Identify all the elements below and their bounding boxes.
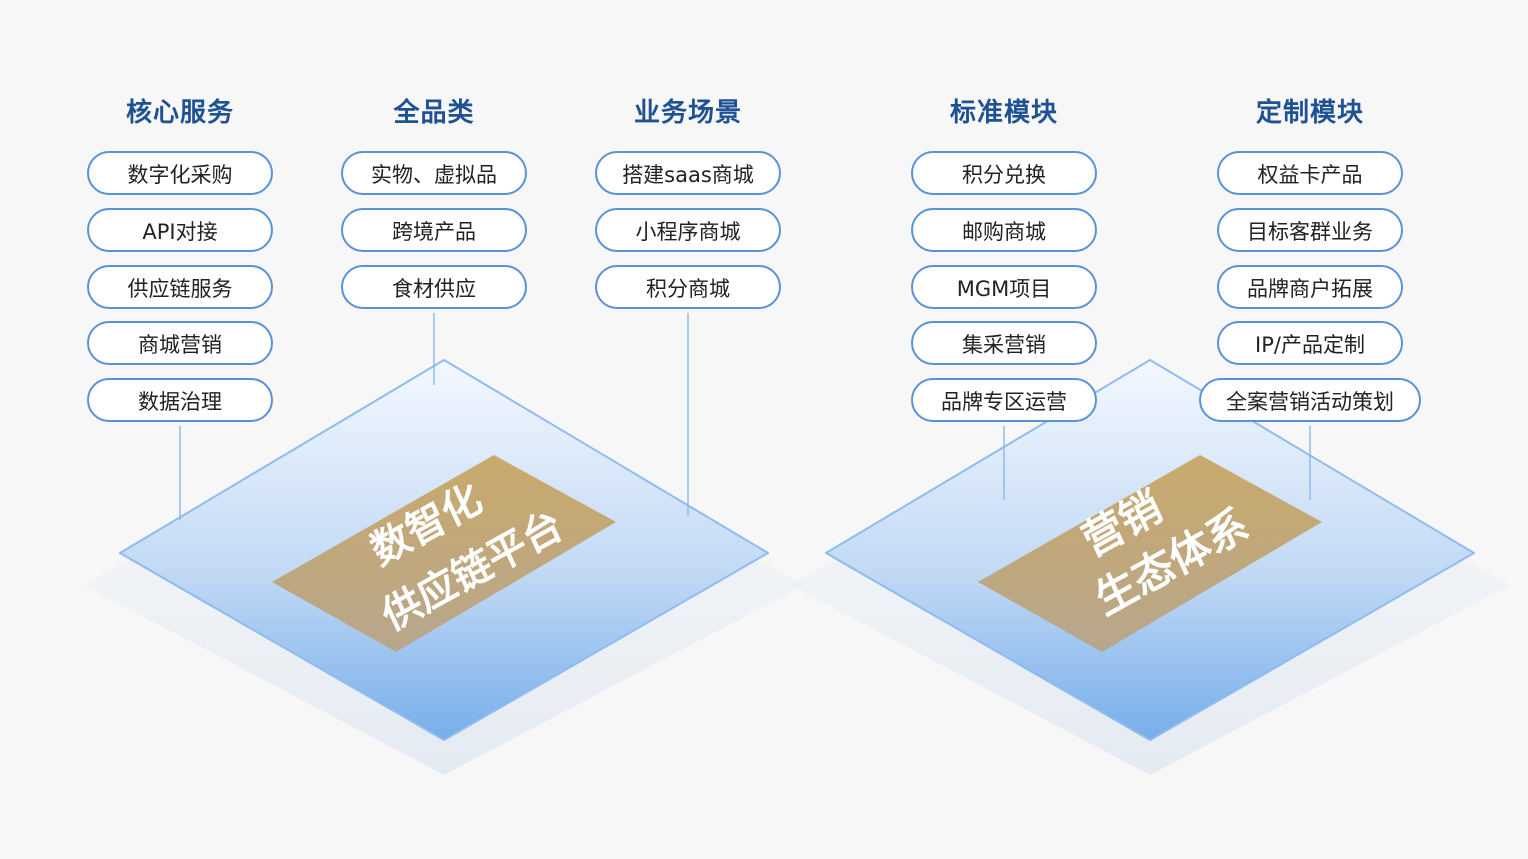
platform-right-gold-card — [978, 455, 1322, 652]
category-pill: 实物、虚拟品 — [341, 151, 527, 195]
custom-pill: 品牌商户拓展 — [1217, 265, 1403, 309]
category-pill: 食材供应 — [341, 265, 527, 309]
module-pill: 集采营销 — [911, 321, 1097, 365]
category-pill: 跨境产品 — [341, 208, 527, 252]
connector-lines — [179, 313, 1311, 520]
module-pill: 积分兑换 — [911, 151, 1097, 195]
custom-pill: 全案营销活动策划 — [1199, 378, 1421, 422]
platform-left-gold-card — [272, 455, 616, 652]
service-pill: 商城营销 — [87, 321, 273, 365]
scene-pill: 积分商城 — [595, 265, 781, 309]
scene-pill: 搭建saas商城 — [595, 151, 781, 195]
platform-right: 营销 生态体系 — [790, 359, 1510, 775]
column-title: 定制模块 — [1255, 98, 1364, 128]
service-pill: API对接 — [87, 208, 273, 252]
service-pill: 数字化采购 — [87, 151, 273, 195]
column-title: 标准模块 — [949, 98, 1058, 128]
module-pill: MGM项目 — [911, 265, 1097, 309]
service-pill: 供应链服务 — [87, 265, 273, 309]
module-pill: 邮购商城 — [911, 208, 1097, 252]
platform-left: 数智化 供应链平台 — [84, 359, 804, 775]
column-title: 全品类 — [393, 98, 475, 128]
service-pill: 数据治理 — [87, 378, 273, 422]
column-title: 核心服务 — [125, 98, 234, 128]
module-pill: 品牌专区运营 — [911, 378, 1097, 422]
custom-pill: IP/产品定制 — [1217, 321, 1403, 365]
scene-pill: 小程序商城 — [595, 208, 781, 252]
column-title: 业务场景 — [633, 98, 742, 128]
custom-pill: 权益卡产品 — [1217, 151, 1403, 195]
custom-pill: 目标客群业务 — [1217, 208, 1403, 252]
